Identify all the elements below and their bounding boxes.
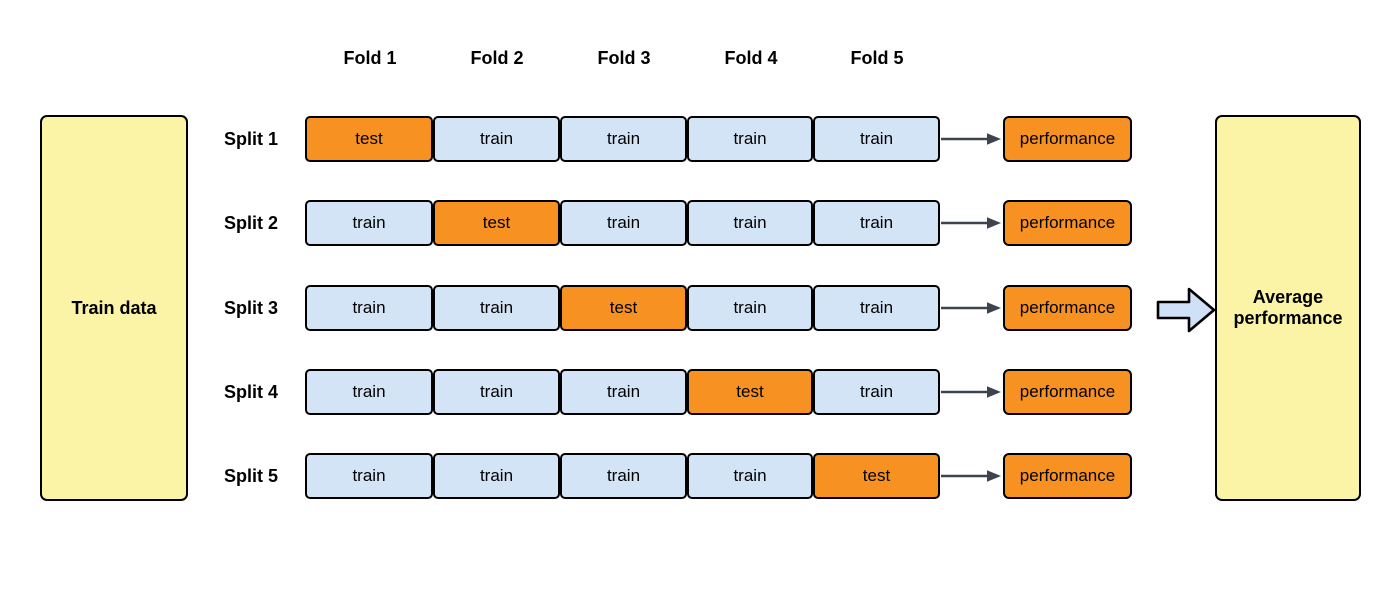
split-label-5: Split 5 (150, 453, 278, 499)
cell-label: train (859, 382, 894, 402)
performance-box-4[interactable]: performance (1003, 369, 1132, 415)
cell-split4-fold4[interactable]: test (687, 369, 813, 415)
cell-split3-fold2[interactable]: train (433, 285, 560, 331)
cell-label: train (352, 298, 386, 318)
fold-header-label: Fold 1 (343, 48, 397, 68)
cell-label: test (482, 213, 511, 233)
average-performance-box: Average performance (1215, 115, 1361, 501)
train-data-label: Train data (71, 297, 157, 318)
cell-split1-fold2[interactable]: train (433, 116, 560, 162)
fold-header-2: Fold 2 (433, 48, 561, 69)
fold-header-label: Fold 4 (724, 48, 778, 68)
split-label-2: Split 2 (150, 200, 278, 246)
cell-split2-fold3[interactable]: train (560, 200, 687, 246)
connector-arrow-2 (941, 217, 1001, 229)
cell-label: train (606, 129, 641, 149)
cell-label: train (733, 466, 767, 486)
connector-arrow-5 (941, 470, 1001, 482)
cell-split2-fold2[interactable]: test (433, 200, 560, 246)
fold-header-label: Fold 2 (470, 48, 524, 68)
performance-label: performance (1019, 298, 1116, 318)
cell-split1-fold5[interactable]: train (813, 116, 940, 162)
cell-label: train (606, 466, 641, 486)
cell-split3-fold1[interactable]: train (305, 285, 433, 331)
split-label-text: Split 3 (223, 297, 278, 318)
split-label-text: Split 1 (223, 128, 278, 149)
cell-split2-fold5[interactable]: train (813, 200, 940, 246)
connector-arrow-1 (941, 133, 1001, 145)
cell-label: train (859, 129, 894, 149)
fold-header-5: Fold 5 (813, 48, 941, 69)
cell-label: train (733, 213, 767, 233)
cell-split4-fold3[interactable]: train (560, 369, 687, 415)
cell-split5-fold2[interactable]: train (433, 453, 560, 499)
block-arrow-icon (1156, 287, 1216, 333)
performance-label: performance (1019, 213, 1116, 233)
cell-label: test (862, 466, 891, 486)
cell-label: train (352, 213, 386, 233)
cell-split3-fold3[interactable]: test (560, 285, 687, 331)
cell-split5-fold4[interactable]: train (687, 453, 813, 499)
connector-arrow-3 (941, 302, 1001, 314)
split-label-4: Split 4 (150, 369, 278, 415)
cell-split5-fold1[interactable]: train (305, 453, 433, 499)
cell-split5-fold3[interactable]: train (560, 453, 687, 499)
cell-split3-fold5[interactable]: train (813, 285, 940, 331)
fold-header-1: Fold 1 (306, 48, 434, 69)
cell-split4-fold1[interactable]: train (305, 369, 433, 415)
performance-box-1[interactable]: performance (1003, 116, 1132, 162)
cell-label: test (355, 129, 383, 149)
split-label-3: Split 3 (150, 285, 278, 331)
cell-label: test (736, 382, 764, 402)
fold-header-3: Fold 3 (560, 48, 688, 69)
cell-label: test (609, 298, 638, 318)
fold-header-4: Fold 4 (687, 48, 815, 69)
performance-box-2[interactable]: performance (1003, 200, 1132, 246)
cell-label: train (352, 382, 386, 402)
split-label-text: Split 4 (223, 381, 278, 402)
fold-header-label: Fold 5 (850, 48, 904, 68)
cell-label: train (352, 466, 386, 486)
cell-label: train (859, 213, 894, 233)
cell-split4-fold5[interactable]: train (813, 369, 940, 415)
cell-split2-fold1[interactable]: train (305, 200, 433, 246)
train-data-box: Train data (40, 115, 188, 501)
split-label-text: Split 5 (223, 465, 278, 486)
fold-header-label: Fold 3 (597, 48, 651, 68)
cell-split3-fold4[interactable]: train (687, 285, 813, 331)
average-label-line1: Average (1252, 287, 1324, 308)
cell-label: train (606, 382, 641, 402)
cell-split5-fold5[interactable]: test (813, 453, 940, 499)
cell-label: train (479, 129, 514, 149)
cell-label: train (479, 382, 514, 402)
cell-split1-fold4[interactable]: train (687, 116, 813, 162)
cell-split2-fold4[interactable]: train (687, 200, 813, 246)
performance-box-5[interactable]: performance (1003, 453, 1132, 499)
cell-label: train (733, 129, 767, 149)
cell-split4-fold2[interactable]: train (433, 369, 560, 415)
performance-box-3[interactable]: performance (1003, 285, 1132, 331)
cell-label: train (859, 298, 894, 318)
cell-label: train (479, 466, 514, 486)
split-label-1: Split 1 (150, 116, 278, 162)
cell-label: train (606, 213, 641, 233)
average-label-line2: performance (1233, 308, 1343, 328)
cell-split1-fold1[interactable]: test (305, 116, 433, 162)
cell-label: train (479, 298, 514, 318)
performance-label: performance (1019, 129, 1116, 149)
performance-label: performance (1019, 382, 1116, 402)
cell-label: train (733, 298, 767, 318)
performance-label: performance (1019, 466, 1116, 486)
cell-split1-fold3[interactable]: train (560, 116, 687, 162)
connector-arrow-4 (941, 386, 1001, 398)
split-label-text: Split 2 (223, 212, 278, 233)
